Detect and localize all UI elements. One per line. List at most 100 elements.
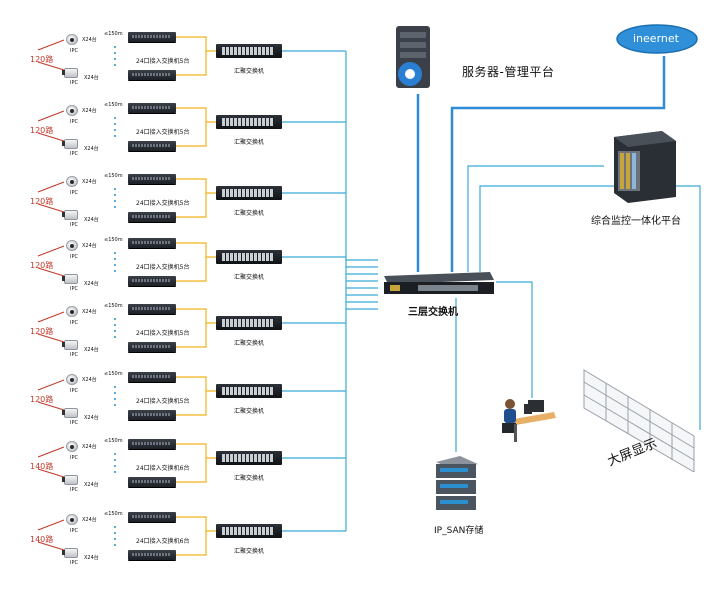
aggregation-switch-label: 汇聚交换机: [234, 408, 265, 415]
poe-link: [176, 122, 207, 147]
ellipsis-dot: [114, 392, 116, 394]
camera-arrow: [37, 39, 65, 51]
access-switch-label: 24口接入交换机5台: [136, 264, 190, 271]
poe-link: [176, 376, 216, 392]
poe-link: [176, 391, 207, 416]
bullet-camera-icon: [62, 274, 78, 284]
poe-link: [176, 242, 216, 258]
ellipsis-dot: [114, 194, 116, 196]
access-switch-icon: [128, 276, 176, 286]
camera-count-top: X24台: [82, 108, 97, 114]
ellipsis-dot: [114, 52, 116, 54]
poe-link: [176, 193, 207, 218]
ellipsis-dot: [114, 252, 116, 254]
access-switch-icon: [128, 70, 176, 80]
ellipsis-dot: [114, 538, 116, 540]
core-switch-icon: [378, 270, 496, 296]
camera-count-bottom: X24台: [84, 347, 99, 353]
access-switch-icon: [128, 141, 176, 151]
camera-count-bottom: X24台: [84, 146, 99, 152]
monitoring-platform-icon: [604, 127, 680, 205]
camera-count-top: X24台: [82, 444, 97, 450]
ellipsis-dot: [114, 117, 116, 119]
internet-link: [450, 56, 666, 272]
camera-arrow: [37, 203, 65, 213]
server-icon: [392, 22, 438, 94]
ipc-label: IPC: [70, 254, 78, 260]
ellipsis-dot: [114, 206, 116, 208]
bullet-camera-icon: [62, 68, 78, 78]
aggregation-switch-label: 汇聚交换机: [234, 475, 265, 482]
access-switch-label: 24口接入交换机5台: [136, 129, 190, 136]
ellipsis-dot: [114, 129, 116, 131]
camera-count-label: 120路: [30, 261, 54, 270]
camera-count-top: X24台: [82, 517, 97, 523]
ellipsis-dot: [114, 188, 116, 190]
access-switch-label: 24口接入交换机6台: [136, 465, 190, 472]
aggregation-switch-icon: [216, 186, 282, 200]
poe-link: [176, 516, 216, 532]
access-switch-icon: [128, 212, 176, 222]
ellipsis-dot: [114, 258, 116, 260]
access-switch-icon: [128, 304, 176, 314]
ellipsis-dot: [114, 324, 116, 326]
ellipsis-dot: [114, 386, 116, 388]
ellipsis-dot: [114, 330, 116, 332]
ellipsis-dot: [114, 453, 116, 455]
poe-link: [176, 107, 216, 123]
access-switch-label: 24口接入交换机5台: [136, 58, 190, 65]
ipc-label: IPC: [70, 48, 78, 54]
storage-array-icon: [432, 452, 480, 518]
aggregation-switch-label: 汇聚交换机: [234, 274, 265, 281]
dome-camera-icon: [66, 441, 78, 452]
monitoring-platform-label: 综合监控一体化平台: [591, 216, 681, 227]
aggregation-switch-icon: [216, 316, 282, 330]
access-switch-icon: [128, 32, 176, 42]
access-switch-label: 24口接入交换机6台: [136, 538, 190, 545]
distance-label: ≤150m: [104, 303, 123, 309]
aggregation-switch-label: 汇聚交换机: [234, 210, 265, 217]
camera-count-label: 120路: [30, 327, 54, 336]
ellipsis-dot: [114, 526, 116, 528]
camera-arrow: [37, 446, 65, 458]
camera-count-label: 120路: [30, 55, 54, 64]
bullet-camera-icon: [62, 139, 78, 149]
ipc-label: IPC: [70, 528, 78, 534]
server-label: 服务器-管理平台: [462, 65, 555, 79]
camera-count-label: 120路: [30, 126, 54, 135]
aggregation-switch-label: 汇聚交换机: [234, 548, 265, 555]
ipc-label: IPC: [70, 190, 78, 196]
ellipsis-dot: [114, 46, 116, 48]
camera-arrow: [37, 401, 65, 411]
camera-arrow: [37, 379, 65, 391]
ipc-label: IPC: [70, 560, 78, 566]
camera-arrow: [37, 245, 65, 257]
ellipsis-dot: [114, 404, 116, 406]
aggregation-switch-icon: [216, 451, 282, 465]
ellipsis-dot: [114, 58, 116, 60]
ipc-label: IPC: [70, 420, 78, 426]
poe-link: [176, 531, 207, 556]
camera-count-bottom: X24台: [84, 482, 99, 488]
ellipsis-dot: [114, 264, 116, 266]
access-switch-icon: [128, 550, 176, 560]
access-switch-icon: [128, 238, 176, 248]
camera-count-top: X24台: [82, 37, 97, 43]
camera-count-top: X24台: [82, 377, 97, 383]
ellipsis-dot: [114, 318, 116, 320]
internet-label: ineernet: [633, 32, 679, 45]
ellipsis-dot: [114, 200, 116, 202]
distance-label: ≤150m: [104, 438, 123, 444]
ellipsis-dot: [114, 123, 116, 125]
camera-arrow: [37, 311, 65, 323]
distance-label: ≤150m: [104, 237, 123, 243]
camera-arrow: [37, 519, 65, 531]
camera-arrow: [37, 110, 65, 122]
dome-camera-icon: [66, 34, 78, 45]
camera-arrow: [37, 267, 65, 277]
operator-workstation-icon: [494, 390, 558, 446]
access-switch-icon: [128, 410, 176, 420]
access-switch-icon: [128, 439, 176, 449]
